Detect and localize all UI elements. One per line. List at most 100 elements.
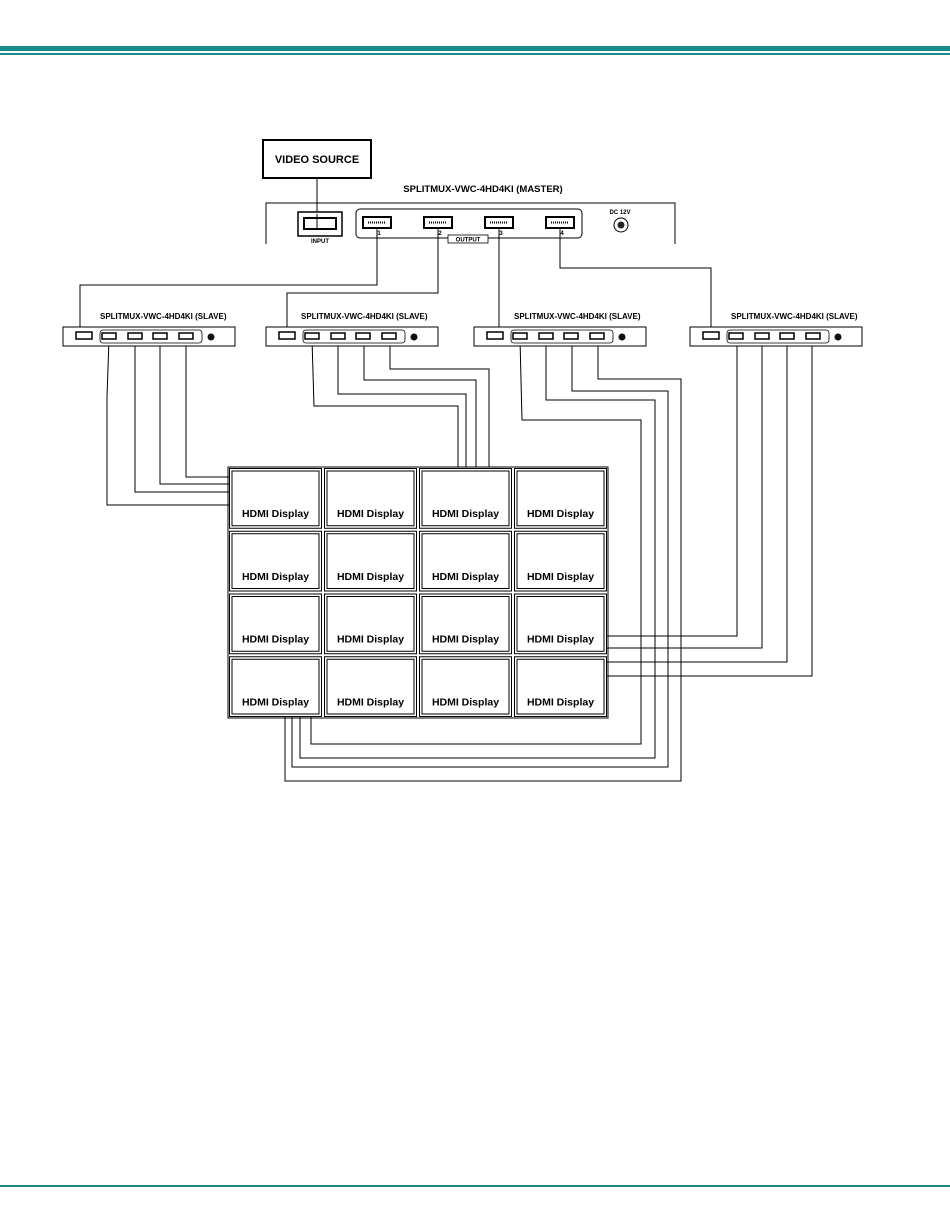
hdmi-display: HDMI Display	[324, 530, 417, 592]
slave-output-port	[512, 332, 528, 340]
hdmi-display-label: HDMI Display	[242, 571, 309, 583]
hdmi-display-label: HDMI Display	[432, 571, 499, 583]
slave-title: SPLITMUX-VWC-4HD4KI (SLAVE)	[301, 312, 428, 321]
hdmi-display: HDMI Display	[514, 468, 607, 529]
hdmi-cable	[299, 339, 656, 759]
slave-unit-1: SPLITMUX-VWC-4HD4KI (SLAVE)	[62, 312, 236, 347]
slave-output-port	[127, 332, 143, 340]
video-source-box: VIDEO SOURCE	[262, 139, 372, 179]
hdmi-display-label: HDMI Display	[432, 696, 499, 708]
hdmi-display: HDMI Display	[324, 656, 417, 717]
hdmi-display: HDMI Display	[419, 468, 512, 529]
slave-input-port	[702, 331, 720, 340]
master-input-label: INPUT	[311, 239, 329, 245]
slave-output-port	[779, 332, 795, 340]
slave-output-port	[754, 332, 770, 340]
master-title: SPLITMUX-VWC-4HD4KI (MASTER)	[403, 184, 562, 195]
slave-title: SPLITMUX-VWC-4HD4KI (SLAVE)	[731, 312, 858, 321]
top-rule-thick	[0, 46, 950, 51]
slave-output-port	[330, 332, 346, 340]
hdmi-display: HDMI Display	[229, 468, 322, 529]
slave-output-port	[381, 332, 397, 340]
slave-title: SPLITMUX-VWC-4HD4KI (SLAVE)	[100, 312, 227, 321]
slave-dc-jack	[207, 333, 215, 341]
hdmi-cable	[79, 228, 378, 333]
slave-unit-2: SPLITMUX-VWC-4HD4KI (SLAVE)	[265, 312, 439, 347]
hdmi-cable	[310, 338, 642, 745]
slave-title: SPLITMUX-VWC-4HD4KI (SLAVE)	[514, 312, 641, 321]
video-wall-frame	[227, 466, 609, 719]
slave-unit-4: SPLITMUX-VWC-4HD4KI (SLAVE)	[689, 312, 863, 347]
hdmi-cable	[606, 339, 738, 637]
master-output-label: OUTPUT	[456, 238, 481, 244]
slave-dc-jack	[618, 333, 626, 341]
master-port-number: 4	[560, 231, 564, 237]
master-unit: SPLITMUX-VWC-4HD4KI (MASTER) INPUT OUTPU…	[265, 184, 676, 245]
hdmi-cable	[606, 339, 763, 649]
slave-input-port	[486, 331, 504, 340]
hdmi-cable	[363, 339, 477, 467]
slave-output-port	[101, 332, 117, 340]
hdmi-cable	[606, 339, 813, 677]
hdmi-cable	[311, 338, 459, 467]
slave-output-port	[728, 332, 744, 340]
hdmi-display-label: HDMI Display	[242, 696, 309, 708]
hdmi-display-label: HDMI Display	[432, 508, 499, 520]
master-port-number: 3	[499, 231, 503, 237]
master-dc-label: DC 12V	[609, 210, 630, 216]
hdmi-display: HDMI Display	[514, 656, 607, 717]
hdmi-display: HDMI Display	[419, 530, 512, 592]
bottom-rule	[0, 1185, 950, 1187]
hdmi-display-label: HDMI Display	[337, 696, 404, 708]
slave-output-port	[178, 332, 194, 340]
hdmi-cable	[337, 339, 467, 467]
hdmi-display-label: HDMI Display	[242, 634, 309, 646]
hdmi-display: HDMI Display	[419, 593, 512, 655]
top-rule-thin	[0, 53, 950, 55]
slave-output-port	[538, 332, 554, 340]
master-output-ports: 1 2 3 4	[362, 216, 575, 237]
hdmi-cable	[291, 339, 669, 768]
hdmi-display: HDMI Display	[514, 593, 607, 655]
video-source-label: VIDEO SOURCE	[275, 154, 359, 166]
slave-input-port	[75, 331, 93, 340]
slave-input-port	[278, 331, 296, 340]
slave-dc-jack	[410, 333, 418, 341]
hdmi-display: HDMI Display	[229, 593, 322, 655]
hdmi-display: HDMI Display	[419, 656, 512, 717]
hdmi-cable	[106, 338, 232, 506]
slave-output-port	[355, 332, 371, 340]
slave-output-port	[304, 332, 320, 340]
hdmi-cable	[606, 339, 788, 663]
hdmi-display-label: HDMI Display	[527, 696, 594, 708]
hdmi-display-label: HDMI Display	[527, 571, 594, 583]
master-port-number: 2	[438, 231, 442, 237]
slave-output-port	[563, 332, 579, 340]
hdmi-display: HDMI Display	[324, 593, 417, 655]
hdmi-display-label: HDMI Display	[527, 634, 594, 646]
hdmi-cable	[389, 339, 490, 467]
hdmi-cable	[559, 228, 712, 333]
master-port-number: 1	[377, 231, 381, 237]
hdmi-cable	[286, 228, 439, 333]
hdmi-cable	[185, 339, 232, 478]
hdmi-cable	[284, 339, 682, 782]
hdmi-display: HDMI Display	[324, 468, 417, 529]
slave-output-port	[589, 332, 605, 340]
hdmi-cable	[134, 339, 232, 493]
hdmi-display: HDMI Display	[229, 656, 322, 717]
hdmi-cable	[159, 339, 232, 485]
hdmi-display-label: HDMI Display	[337, 508, 404, 520]
hdmi-display: HDMI Display	[229, 530, 322, 592]
slave-output-port	[805, 332, 821, 340]
hdmi-display-label: HDMI Display	[337, 634, 404, 646]
hdmi-display: HDMI Display	[514, 530, 607, 592]
slave-output-port	[152, 332, 168, 340]
hdmi-display-label: HDMI Display	[337, 571, 404, 583]
slave-dc-jack	[834, 333, 842, 341]
hdmi-display-label: HDMI Display	[432, 634, 499, 646]
hdmi-display-label: HDMI Display	[527, 508, 594, 520]
hdmi-display-label: HDMI Display	[242, 508, 309, 520]
